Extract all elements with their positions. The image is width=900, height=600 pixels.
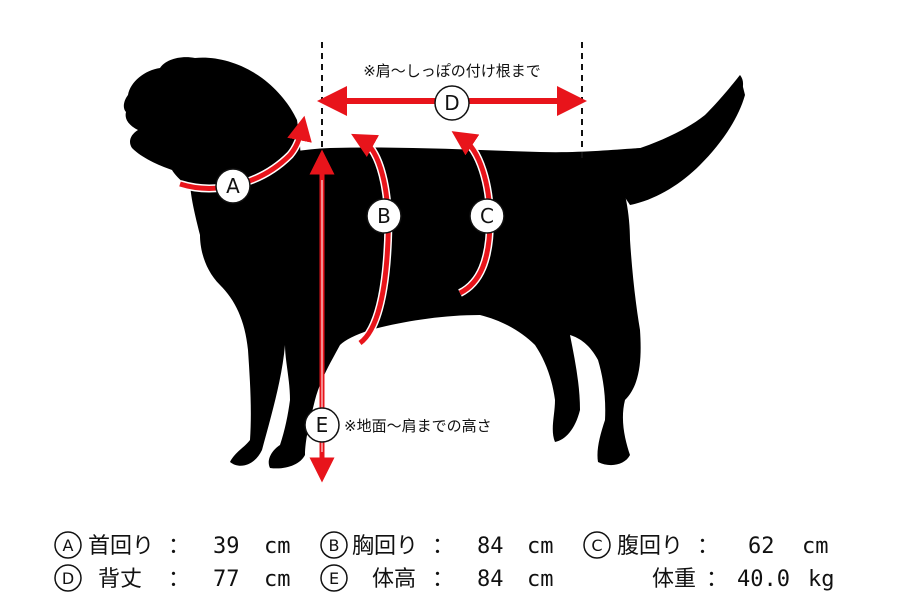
svg-text:cm: cm xyxy=(802,534,829,559)
svg-text:体高: 体高 xyxy=(372,567,416,592)
measurement-height: E 体高 ： 84 cm xyxy=(320,564,554,592)
svg-text:：: ： xyxy=(432,534,454,559)
svg-text:84: 84 xyxy=(477,567,504,592)
measurements-legend: A 首回り ： 39 cm B 胸回り ： 84 cm C 腹回り ： 62 c… xyxy=(54,531,835,592)
svg-text:cm: cm xyxy=(264,534,291,559)
dog-silhouette xyxy=(123,57,745,469)
svg-text:B: B xyxy=(377,204,391,228)
svg-text:：: ： xyxy=(168,567,190,592)
svg-text:体重: 体重 xyxy=(652,567,696,592)
svg-text:背丈: 背丈 xyxy=(98,567,142,592)
measurement-chest: B 胸回り ： 84 cm xyxy=(320,531,554,559)
d-note: ※肩～しっぽの付け根まで xyxy=(363,62,541,80)
svg-text:B: B xyxy=(329,536,340,555)
measurement-weight: 体重 ： 40.0 kg xyxy=(652,567,835,592)
svg-text:A: A xyxy=(226,174,240,198)
svg-text:E: E xyxy=(316,413,329,437)
svg-text:：: ： xyxy=(697,534,719,559)
svg-text:E: E xyxy=(329,569,339,588)
svg-text:：: ： xyxy=(432,567,454,592)
svg-text:腹回り: 腹回り xyxy=(617,534,683,559)
svg-text:kg: kg xyxy=(808,567,835,592)
svg-text:cm: cm xyxy=(527,534,554,559)
svg-text:：: ： xyxy=(168,534,190,559)
marker-a: A xyxy=(215,168,251,204)
measurement-back-length: D 背丈 ： 77 cm xyxy=(54,564,291,592)
svg-text:D: D xyxy=(444,91,459,115)
marker-e: E xyxy=(304,407,340,443)
marker-c: C xyxy=(469,198,505,234)
measurement-belly: C 腹回り ： 62 cm xyxy=(583,531,829,559)
svg-text:39: 39 xyxy=(213,534,240,559)
measurement-neck: A 首回り ： 39 cm xyxy=(54,531,291,559)
svg-text:77: 77 xyxy=(213,567,240,592)
svg-text:40.0: 40.0 xyxy=(737,567,790,592)
svg-text:84: 84 xyxy=(477,534,504,559)
svg-text:首回り: 首回り xyxy=(88,534,154,559)
svg-text:D: D xyxy=(62,569,74,588)
svg-text:cm: cm xyxy=(264,567,291,592)
svg-text:胸回り: 胸回り xyxy=(352,534,418,559)
svg-text:A: A xyxy=(63,536,74,555)
svg-text:cm: cm xyxy=(527,567,554,592)
svg-text:：: ： xyxy=(706,567,728,592)
marker-d: D xyxy=(434,85,470,121)
svg-text:62: 62 xyxy=(748,534,775,559)
svg-text:C: C xyxy=(480,204,494,228)
marker-b: B xyxy=(366,198,402,234)
svg-text:C: C xyxy=(591,536,602,555)
e-note: ※地面～肩までの高さ xyxy=(344,417,492,435)
